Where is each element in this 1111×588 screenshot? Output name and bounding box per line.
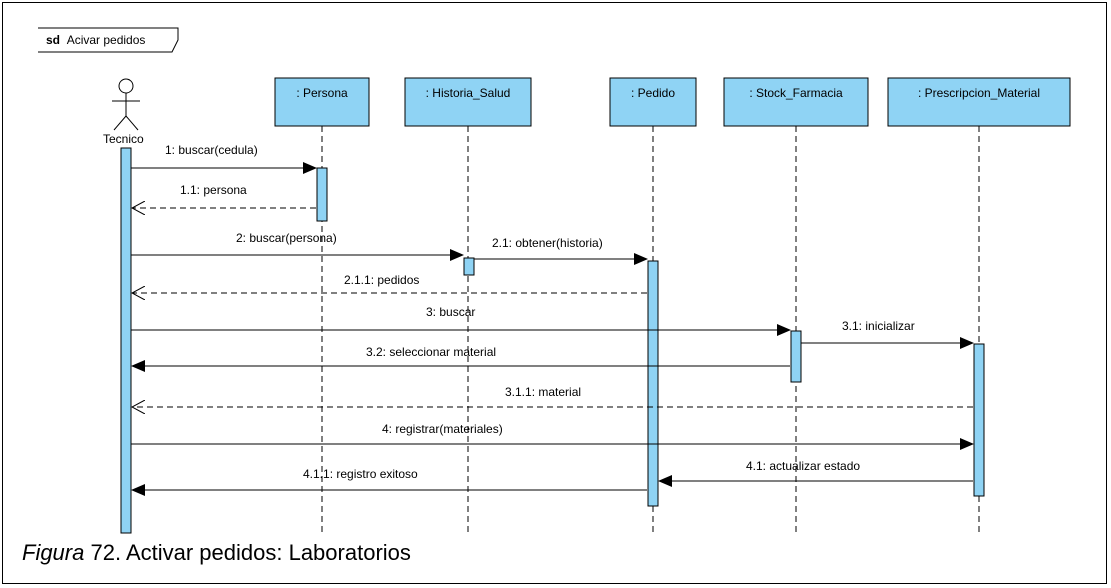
actor-label: Tecnico (103, 132, 144, 146)
lifeline-stock-farmacia: : Stock_Farmacia (723, 77, 869, 127)
message-label-4-1: 4.1: actualizar estado (746, 459, 860, 473)
activation-prescripcion (973, 343, 985, 497)
message-label-3: 3: buscar (426, 305, 475, 319)
frame-title: Acivar pedidos (67, 33, 146, 47)
activation-stock (790, 330, 802, 383)
message-label-3-1: 3.1: inicializar (842, 319, 915, 333)
lifeline-persona: : Persona (274, 77, 370, 127)
activation-bars (120, 147, 985, 534)
svg-text:sd Acivar pedidos: sd Acivar pedidos (46, 33, 145, 47)
frame-keyword: sd (46, 33, 60, 47)
messages (131, 162, 974, 496)
message-label-2-1: 2.1: obtener(historia) (492, 236, 603, 250)
lifeline-label: : Persona (296, 86, 348, 100)
lifeline-pedido: : Pedido (609, 77, 697, 127)
message-label-2: 2: buscar(persona) (236, 231, 337, 245)
message-label-3-2: 3.2: seleccionar material (366, 345, 496, 359)
message-label-1: 1: buscar(cedula) (165, 143, 258, 157)
actor-tecnico (112, 78, 140, 131)
message-label-3-1-1: 3.1.1: material (505, 385, 581, 399)
lifeline-label: : Pedido (631, 86, 675, 100)
activation-historia (463, 257, 475, 276)
caption-prefix: Figura (22, 540, 85, 565)
caption-text: 72. Activar pedidos: Laboratorios (84, 540, 411, 565)
figure-caption: Figura 72. Activar pedidos: Laboratorios (22, 540, 411, 566)
activation-tecnico (120, 147, 132, 534)
lifeline-label: : Stock_Farmacia (749, 86, 843, 100)
message-label-2-1-1: 2.1.1: pedidos (344, 273, 419, 287)
message-label-4: 4: registrar(materiales) (382, 422, 503, 436)
message-label-1-1: 1.1: persona (180, 183, 247, 197)
lifeline-historia-salud: : Historia_Salud (404, 77, 532, 127)
lifeline-label: : Historia_Salud (426, 86, 511, 100)
lifeline-prescripcion-material: : Prescripcion_Material (887, 77, 1071, 127)
actor-head-icon (118, 78, 134, 94)
message-label-4-1-1: 4.1.1: registro exitoso (303, 467, 418, 481)
activation-persona (316, 167, 328, 222)
lifeline-label: : Prescripcion_Material (918, 86, 1040, 100)
frame-tab: sd Acivar pedidos (38, 27, 179, 53)
activation-pedido (647, 260, 659, 507)
